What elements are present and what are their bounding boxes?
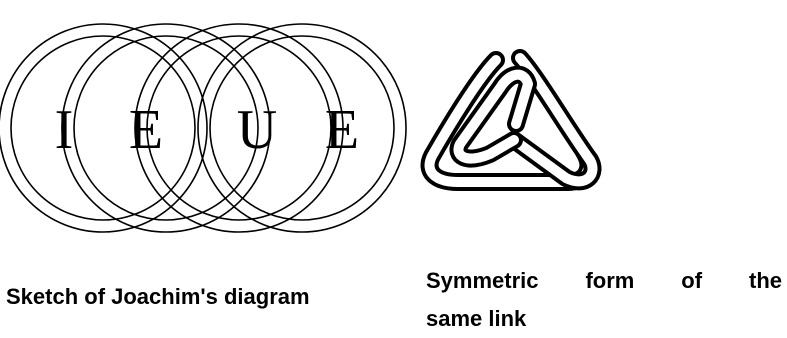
ring-letter-2: E [129, 99, 163, 161]
ring-letter-1: I [55, 99, 74, 161]
caption-symmetric-line-2: same link [426, 300, 782, 338]
ring-4 [198, 24, 406, 232]
symmetric-link-diagram [418, 48, 608, 208]
caption-joachim-diagram: Sketch of Joachim's diagram [6, 284, 310, 310]
caption-symmetric-line-1: Symmetric form of the [426, 262, 782, 300]
caption-symmetric-form: Symmetric form of the same link [426, 262, 782, 338]
ring-letter-4: E [325, 99, 359, 161]
joachim-rings-diagram: I E U E [0, 0, 412, 260]
ring-1 [0, 24, 207, 232]
ring-letter-3: U [237, 99, 277, 161]
